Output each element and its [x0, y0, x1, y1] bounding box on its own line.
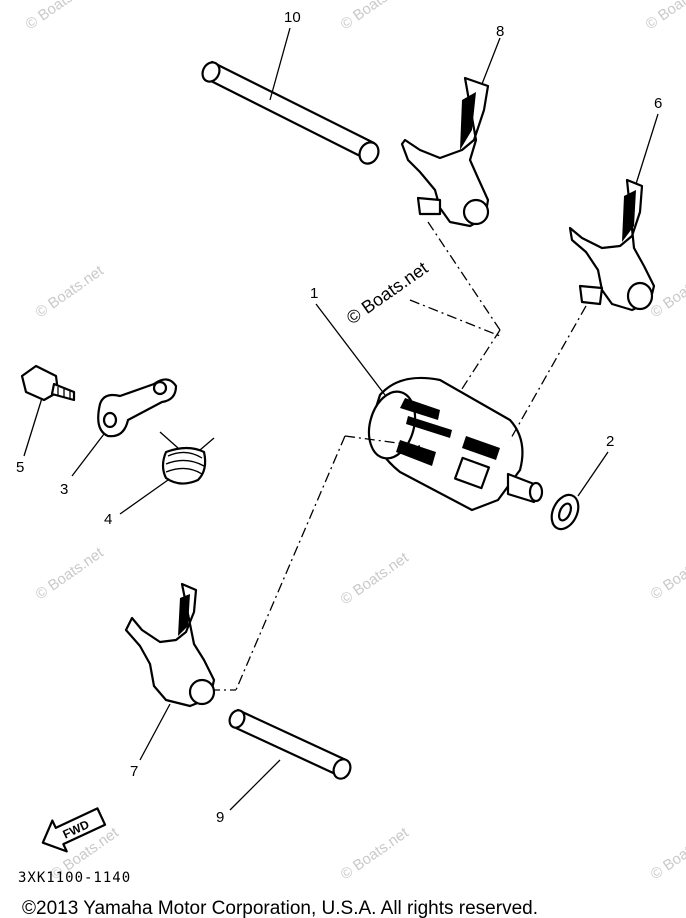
callout-8: 8 — [496, 23, 504, 40]
watermark: © Boats.net — [643, 0, 686, 33]
callout-10: 10 — [284, 9, 301, 26]
watermark: © Boats.net — [33, 544, 108, 603]
part-9-guide-bar — [228, 708, 352, 811]
part-2-washer — [550, 451, 609, 531]
watermark: © Boats.net — [23, 0, 98, 33]
part-1-shift-drum — [315, 303, 544, 512]
callout-1: 1 — [310, 285, 318, 302]
callout-2: 2 — [606, 433, 614, 450]
callout-4: 4 — [104, 511, 112, 528]
watermark-center: © Boats.net — [343, 258, 432, 328]
alignment-lines — [210, 221, 587, 691]
callout-5: 5 — [16, 459, 24, 476]
watermark: © Boats.net — [338, 824, 413, 883]
callout-3: 3 — [60, 481, 68, 498]
callout-6: 6 — [654, 95, 662, 112]
watermark: © Boats.net — [648, 544, 686, 603]
part-10-guide-bar — [201, 27, 380, 165]
callout-9: 9 — [216, 809, 224, 826]
part-8-shift-fork — [400, 37, 501, 228]
part-3-stopper-lever — [71, 378, 178, 477]
callouts: 10 8 6 1 2 5 3 4 7 9 — [16, 9, 662, 826]
callout-7: 7 — [130, 763, 138, 780]
part-code: 3XK1100-1140 — [18, 870, 131, 886]
copyright-notice: ©2013 Yamaha Motor Corporation, U.S.A. A… — [22, 898, 538, 918]
part-4-torsion-spring — [119, 431, 215, 515]
watermark: © Boats.net — [33, 262, 108, 321]
part-6-shift-fork — [568, 113, 659, 312]
part-7-shift-fork — [124, 582, 216, 761]
watermark: © Boats.net — [338, 549, 413, 608]
watermark: © Boats.net — [338, 0, 413, 33]
part-5-bolt — [20, 364, 76, 457]
watermark: © Boats.net — [648, 824, 686, 883]
